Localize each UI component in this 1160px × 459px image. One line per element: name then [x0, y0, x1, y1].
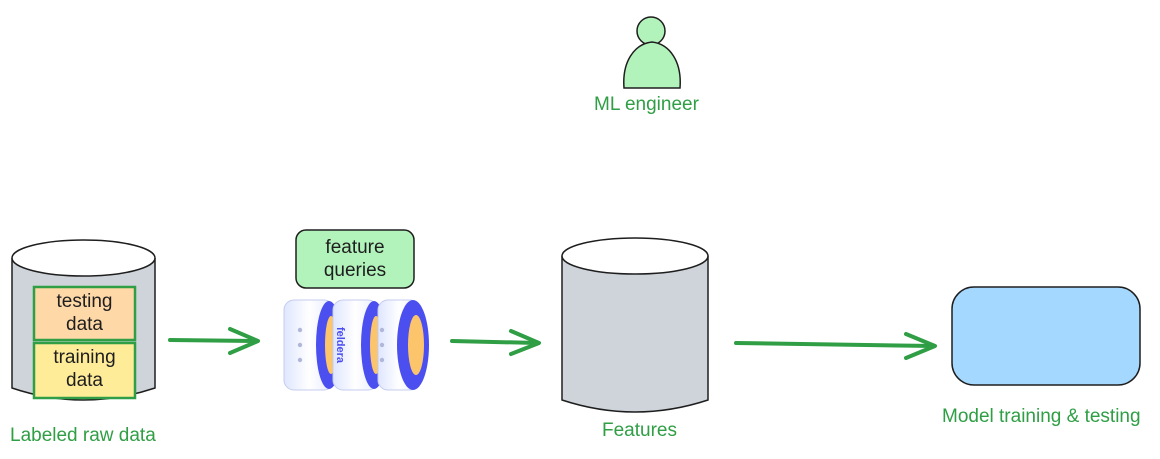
training-data-label: training data	[53, 347, 116, 391]
feldera-logo-text: feldera	[334, 327, 346, 364]
raw-data-label: Labeled raw data	[10, 425, 156, 446]
arrow-features-to-model	[734, 332, 937, 360]
feature-queries-label: feature queries	[323, 237, 387, 281]
ml-engineer-label: ML engineer	[594, 94, 699, 115]
arrow-raw-to-engine	[168, 327, 260, 355]
feldera-engine-icon: feldera	[283, 299, 429, 391]
model-box	[951, 286, 1141, 386]
training-data-box	[32, 341, 137, 400]
arrow-engine-to-features	[450, 329, 541, 356]
testing-data-label: testing data	[56, 291, 113, 335]
raw-data-cylinder	[11, 239, 156, 401]
feature-queries-box	[295, 229, 415, 289]
model-label: Model training & testing	[942, 406, 1141, 427]
person-icon	[623, 16, 681, 89]
testing-data-box	[32, 285, 137, 342]
features-label: Features	[602, 420, 677, 441]
features-cylinder	[561, 237, 709, 413]
